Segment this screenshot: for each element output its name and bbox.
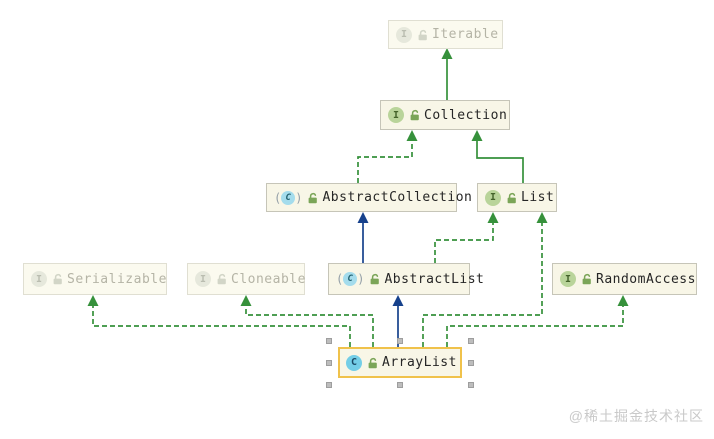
interface-icon: I: [560, 271, 576, 287]
node-label: RandomAccess: [596, 271, 696, 287]
node-label: ArrayList: [382, 355, 457, 370]
arrowhead-abstractcollection-to-collection: [406, 130, 418, 141]
node-label: AbstractList: [384, 271, 485, 287]
public-lock-icon: [217, 273, 226, 285]
node-label: AbstractCollection: [322, 190, 473, 205]
selection-handle[interactable]: [326, 359, 332, 366]
interface-icon: I: [485, 189, 501, 206]
public-lock-icon: [309, 192, 318, 203]
abstract-class-icon: (C): [336, 272, 365, 286]
node-label: Iterable: [432, 27, 499, 42]
node-abstractlist[interactable]: (C) AbstractList: [328, 263, 484, 295]
class-icon: C: [346, 354, 362, 371]
arrowhead-arraylist-to-list: [536, 212, 548, 223]
selection-handle[interactable]: [326, 338, 332, 344]
interface-icon: I: [31, 271, 47, 287]
watermark: @稀土掘金技术社区: [568, 408, 704, 424]
node-label: List: [521, 190, 555, 205]
edge-abstractlist-implements-list: [434, 223, 494, 263]
selection-handle[interactable]: [468, 359, 474, 366]
node-label: Collection: [424, 107, 508, 123]
node-arraylist[interactable]: C ArrayList: [338, 347, 462, 378]
edge-arraylist-implements-list: [422, 223, 543, 347]
node-abstractcollection[interactable]: (C) AbstractCollection: [266, 183, 472, 212]
arrowhead-arraylist-to-cloneable: [240, 295, 252, 306]
arrowhead-arraylist-to-abstractlist: [392, 295, 404, 306]
node-label: Cloneable: [231, 271, 306, 287]
selection-handle[interactable]: [468, 338, 474, 344]
arrowhead-collection-to-iterable: [441, 48, 453, 59]
edge-list-extends-collection: [476, 141, 524, 183]
interface-icon: I: [396, 26, 412, 43]
arrowhead-arraylist-to-serializable: [87, 295, 99, 306]
selection-handle[interactable]: [326, 382, 332, 388]
node-randomaccess[interactable]: I RandomAccess: [552, 263, 697, 295]
interface-icon: I: [195, 271, 211, 287]
node-cloneable[interactable]: I Cloneable: [187, 263, 305, 295]
edge-arraylist-implements-cloneable: [245, 306, 374, 347]
arrowhead-abstractlist-to-list: [487, 212, 499, 223]
selection-handle[interactable]: [397, 338, 403, 344]
arrowhead-list-to-collection: [471, 130, 483, 141]
public-lock-icon: [507, 192, 516, 203]
edge-arraylist-implements-randomaccess: [446, 306, 624, 347]
selection-handle[interactable]: [468, 382, 474, 388]
node-serializable[interactable]: I Serializable: [23, 263, 167, 295]
public-lock-icon: [410, 109, 419, 121]
node-list[interactable]: I List: [477, 183, 557, 212]
public-lock-icon: [53, 273, 62, 285]
edge-arraylist-implements-serializable: [92, 306, 351, 347]
edge-abstractcollection-implements-collection: [357, 141, 413, 183]
node-label: Serializable: [67, 271, 167, 287]
arrowhead-arraylist-to-randomaccess: [617, 295, 629, 306]
public-lock-icon: [371, 273, 380, 285]
arrowhead-abstractlist-to-abstractcollection: [357, 212, 369, 223]
selection-handle[interactable]: [397, 382, 403, 388]
public-lock-icon: [582, 273, 591, 285]
node-collection[interactable]: I Collection: [380, 100, 510, 130]
node-iterable[interactable]: I Iterable: [388, 20, 503, 49]
public-lock-icon: [418, 29, 427, 40]
public-lock-icon: [368, 357, 377, 368]
abstract-class-icon: (C): [274, 190, 303, 205]
interface-icon: I: [388, 107, 404, 123]
